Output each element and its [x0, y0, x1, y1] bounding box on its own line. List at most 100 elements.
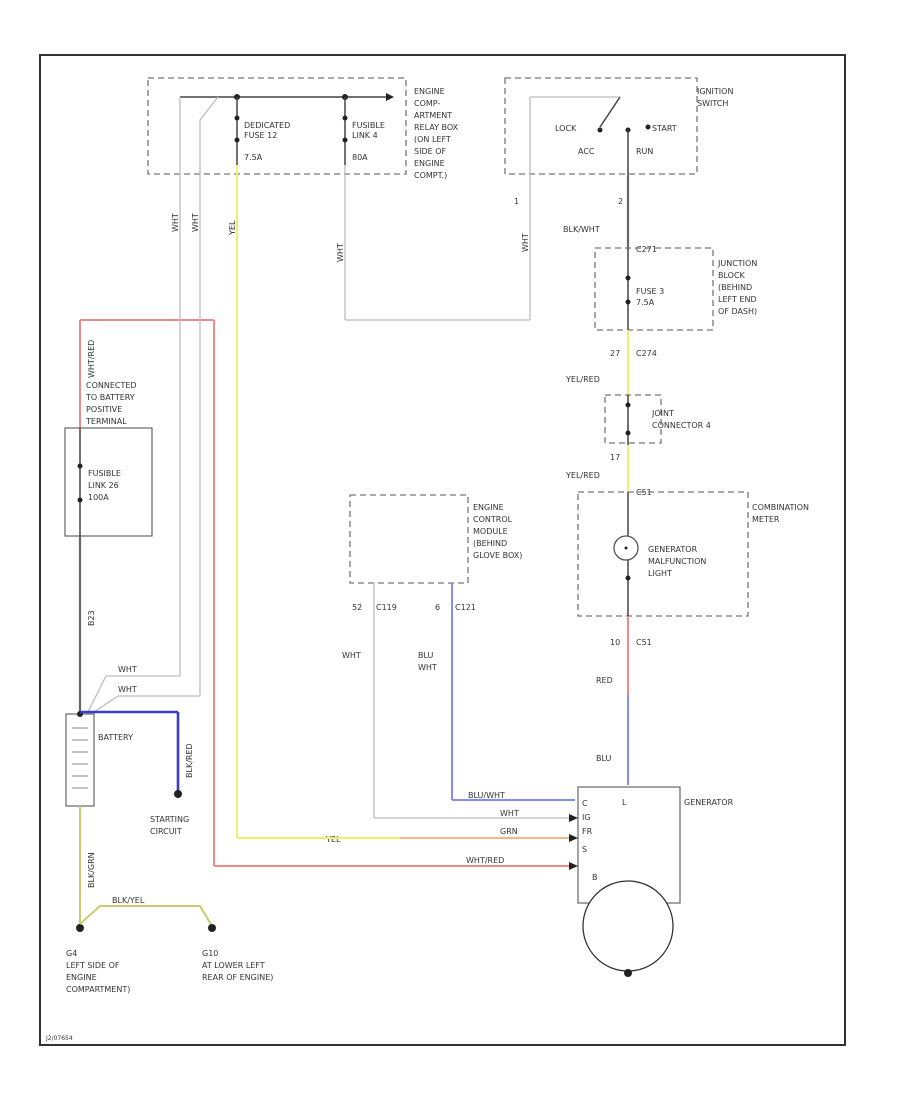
ignition-switch-outline	[504, 77, 698, 175]
ecm-label-0: ENGINE	[473, 503, 504, 512]
ecm-label-1: CONTROL	[473, 515, 513, 524]
ground-g10-label-1: AT LOWER LEFT	[202, 961, 265, 970]
gen-malfunction-label-0: GENERATOR	[648, 545, 698, 554]
ground-g10-label-2: REAR OF ENGINE)	[202, 973, 273, 982]
wire-wht-3: WHT	[336, 243, 345, 262]
relay-box-outline	[147, 77, 407, 175]
wire-blk-red: BLK/RED	[185, 743, 194, 778]
gen-pin-c: C	[582, 799, 588, 808]
pin-2: 2	[618, 197, 623, 206]
wire-b23: B23	[87, 610, 96, 626]
relay-box-label-3: RELAY BOX	[414, 123, 459, 132]
relay-box-label-1: COMP-	[414, 99, 440, 108]
ground-g4-label-3: COMPARTMENT)	[66, 985, 130, 994]
gen-malfunction-label-2: LIGHT	[648, 569, 672, 578]
wire-blk-yel: BLK/YEL	[112, 896, 145, 905]
fusible-link-4-label-0: FUSIBLE	[352, 121, 385, 130]
fusible-link-4-label-1: LINK 4	[352, 131, 378, 140]
ground-g10-label-0: G10	[202, 949, 218, 958]
wire-wht-2: WHT	[191, 213, 200, 232]
starting-circuit-label-1: CIRCUIT	[150, 827, 182, 836]
relay-box-label-6: ENGINE	[414, 159, 445, 168]
relay-box-label-4: (ON LEFT	[414, 135, 451, 144]
relay-box-label-7: COMPT.)	[414, 171, 447, 180]
junction-block-label-3: LEFT END	[718, 295, 757, 304]
wire-blu-wht-h: BLU/WHT	[468, 791, 505, 800]
connector-c274: C274	[636, 349, 657, 358]
wire-yel-red-1: YEL/RED	[565, 375, 600, 384]
pin-17: 17	[610, 453, 620, 462]
relay-box-label-0: ENGINE	[414, 87, 445, 96]
ground-g4-label-2: ENGINE	[66, 973, 97, 982]
combination-meter-outline	[577, 491, 749, 617]
wire-grn-h: GRN	[500, 827, 518, 836]
pin-52: 52	[352, 603, 362, 612]
junction-block-label-4: OF DASH)	[718, 307, 757, 316]
wire-wht-5: WHT	[118, 665, 137, 674]
gen-pin-fr: FR	[582, 827, 593, 836]
dedicated-fuse-label-1: FUSE 12	[244, 131, 277, 140]
wire-wht-ecm: WHT	[342, 651, 361, 660]
joint-connector-label-0: JOINT	[651, 409, 674, 418]
junction-block-label-2: (BEHIND	[718, 283, 752, 292]
pin-1: 1	[514, 197, 519, 206]
generator-icon	[582, 880, 674, 972]
connector-c271: C271	[636, 245, 657, 254]
combination-meter-label-0: COMBINATION	[752, 503, 809, 512]
starting-circuit-label-0: STARTING	[150, 815, 189, 824]
connector-c121: C121	[455, 603, 476, 612]
ground-g4-label-1: LEFT SIDE OF	[66, 961, 120, 970]
wire-wht-4: WHT	[521, 233, 530, 252]
battery-connected-label-1: TO BATTERY	[85, 393, 135, 402]
wire-blu: BLU	[596, 754, 612, 763]
wire-yel-h: YEL	[325, 835, 341, 844]
joint-connector-outline	[604, 394, 662, 444]
pin-10: 10	[610, 638, 620, 647]
junction-block-label-0: JUNCTION	[717, 259, 757, 268]
ecm-outline	[349, 494, 469, 584]
fusible-link-26-label-0: FUSIBLE	[88, 469, 121, 478]
wire-wht-6: WHT	[118, 685, 137, 694]
ecm-label-4: GLOVE BOX)	[473, 551, 522, 560]
fusible-link-26-box	[64, 427, 153, 537]
fusible-link-4-label-2: 80A	[352, 153, 368, 162]
dedicated-fuse-label-2: 7.5A	[244, 153, 263, 162]
wire-wht-h: WHT	[500, 809, 519, 818]
wire-red: RED	[596, 676, 613, 685]
wire-blu-wht-label-0: BLU	[418, 651, 434, 660]
relay-box-label-5: SIDE OF	[414, 147, 446, 156]
fusible-link-26-label-1: LINK 26	[88, 481, 119, 490]
wire-wht-red-vert: WHT/RED	[87, 340, 96, 378]
gen-malfunction-label-1: MALFUNCTION	[648, 557, 706, 566]
fusible-link-26-label-2: 100A	[88, 493, 109, 502]
fuse-3-label-0: FUSE 3	[636, 287, 664, 296]
gen-pin-s: S	[582, 845, 587, 854]
wire-wht-1: WHT	[171, 213, 180, 232]
ecm-label-3: (BEHIND	[473, 539, 507, 548]
wire-wht-red-h: WHT/RED	[466, 856, 504, 865]
ignition-switch-label-1: SWITCH	[697, 99, 728, 108]
pin-6: 6	[435, 603, 440, 612]
footer-code: J2/07654	[45, 1035, 73, 1042]
wire-blk-wht: BLK/WHT	[563, 225, 600, 234]
ign-lock-label: LOCK	[555, 124, 577, 133]
pin-27: 27	[610, 349, 620, 358]
ground-g4-label-0: G4	[66, 949, 77, 958]
battery-connected-label-0: CONNECTED	[86, 381, 137, 390]
gen-pin-ig: IG	[582, 813, 591, 822]
blk-yel-ground-wire	[79, 905, 213, 927]
ecm-label-2: MODULE	[473, 527, 508, 536]
diagram-frame	[39, 54, 846, 1046]
combination-meter-label-1: METER	[752, 515, 780, 524]
ign-acc-label: ACC	[578, 147, 595, 156]
fuse-3-label-1: 7.5A	[636, 298, 655, 307]
wire-blk-grn: BLK/GRN	[87, 852, 96, 888]
wire-blu-wht-label-1: WHT	[418, 663, 437, 672]
generator-label: GENERATOR	[684, 798, 734, 807]
wire-yel-red-2: YEL/RED	[565, 471, 600, 480]
gen-pin-l: L	[622, 798, 627, 807]
dedicated-fuse-label-0: DEDICATED	[244, 121, 290, 130]
ign-start-label: START	[652, 124, 677, 133]
junction-block-label-1: BLOCK	[718, 271, 746, 280]
